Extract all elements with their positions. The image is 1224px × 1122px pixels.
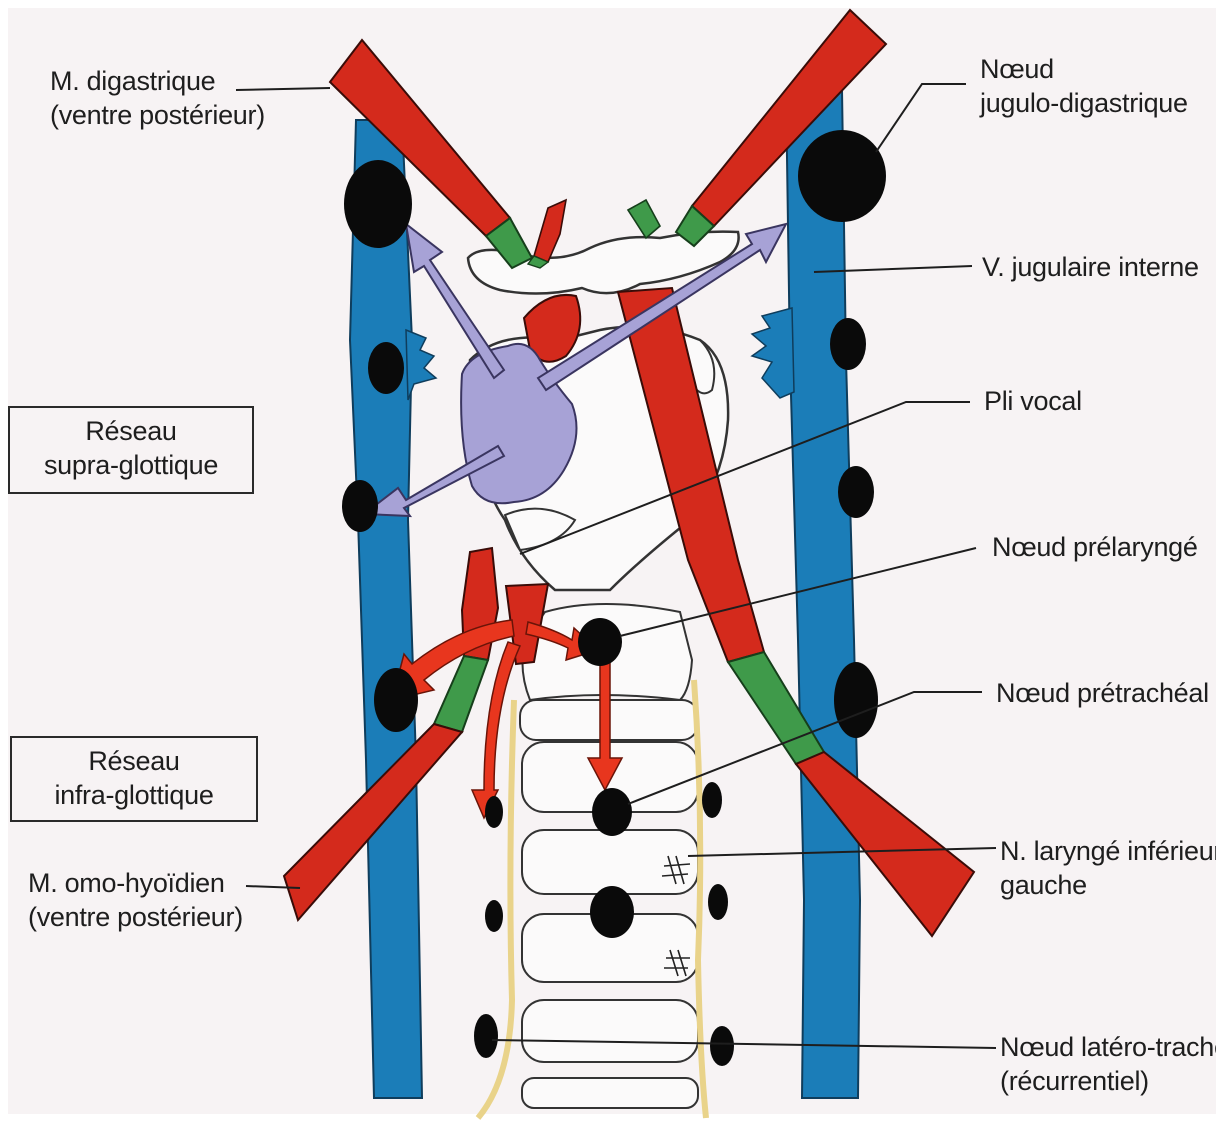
label-digastric-line2: (ventre postérieur) <box>50 98 265 132</box>
node-left-mid <box>368 342 404 394</box>
label-vocal-fold: Pli vocal <box>984 384 1082 418</box>
leader-jugulo-digastric <box>876 84 966 152</box>
label-omohyoid-line2: (ventre postérieur) <box>28 900 243 934</box>
tracheal-ring <box>522 1000 698 1062</box>
label-internal-jugular-text: V. jugulaire interne <box>982 250 1199 284</box>
label-prelaryngeal-text: Nœud prélaryngé <box>992 530 1198 564</box>
tracheal-ring <box>522 1078 698 1108</box>
label-recurrent-nerve-line1: N. laryngé inférieur <box>1000 834 1216 868</box>
label-vocal-fold-text: Pli vocal <box>984 384 1082 418</box>
node-pretracheal <box>592 788 632 836</box>
right-recurrent-nerve <box>694 680 706 1118</box>
node-right-latero-tracheal <box>710 1026 734 1066</box>
node-prelaryngeal <box>578 618 622 666</box>
label-laterotracheal: Nœud latéro-trachéal (récurrentiel) <box>1000 1030 1216 1098</box>
right-vein-tributary <box>752 308 794 398</box>
label-internal-jugular: V. jugulaire interne <box>982 250 1199 284</box>
label-jugulo-digastric: Nœud jugulo-digastrique <box>980 52 1188 120</box>
left-jugular-vein <box>350 120 422 1098</box>
tracheal-ring <box>522 830 698 894</box>
label-jugulo-digastric-line1: Nœud <box>980 52 1188 86</box>
label-recurrent-nerve-line2: gauche <box>1000 868 1216 902</box>
left-vein-tributary <box>406 330 436 400</box>
node-latero-tracheal <box>474 1014 498 1058</box>
label-recurrent-nerve: N. laryngé inférieur gauche <box>1000 834 1216 902</box>
infraglottic-box: Réseau infra-glottique <box>10 736 258 822</box>
label-prelaryngeal: Nœud prélaryngé <box>992 530 1198 564</box>
node-left-paratracheal-2 <box>485 900 503 932</box>
label-supraglottic: Réseau supra-glottique <box>10 414 252 482</box>
supraglottic-box: Réseau supra-glottique <box>8 406 254 494</box>
label-infraglottic-line2: infra-glottique <box>12 778 256 812</box>
node-pretracheal-lower <box>590 886 634 938</box>
right-jugular-vein <box>786 90 860 1098</box>
label-infraglottic: Réseau infra-glottique <box>12 744 256 812</box>
node-left-infraglottic <box>374 668 418 732</box>
label-pretracheal-text: Nœud prétrachéal <box>996 676 1209 710</box>
label-pretracheal: Nœud prétrachéal <box>996 676 1209 710</box>
node-jugulo-digastric <box>798 130 886 222</box>
node-right-paratracheal-2 <box>708 884 728 920</box>
label-laterotracheal-line2: (récurrentiel) <box>1000 1064 1216 1098</box>
label-omohyoid: M. omo-hyoïdien (ventre postérieur) <box>28 866 243 934</box>
left-stylohyoid-stump <box>534 200 566 262</box>
node-left-upper <box>344 160 412 248</box>
label-jugulo-digastric-line2: jugulo-digastrique <box>980 86 1188 120</box>
node-right-paratracheal <box>702 782 722 818</box>
label-laterotracheal-line1: Nœud latéro-trachéal <box>1000 1030 1216 1064</box>
label-omohyoid-line1: M. omo-hyoïdien <box>28 866 243 900</box>
label-digastric-line1: M. digastrique <box>50 64 265 98</box>
node-right-low <box>834 662 878 738</box>
right-stylohyoid-stump <box>628 200 660 238</box>
node-left-supraglottic <box>342 480 378 532</box>
label-infraglottic-line1: Réseau <box>12 744 256 778</box>
label-digastric: M. digastrique (ventre postérieur) <box>50 64 265 132</box>
label-supraglottic-line1: Réseau <box>10 414 252 448</box>
node-right-mid <box>830 318 866 370</box>
node-right-lower-mid <box>838 466 874 518</box>
label-supraglottic-line2: supra-glottique <box>10 448 252 482</box>
node-left-paratracheal <box>485 796 503 828</box>
